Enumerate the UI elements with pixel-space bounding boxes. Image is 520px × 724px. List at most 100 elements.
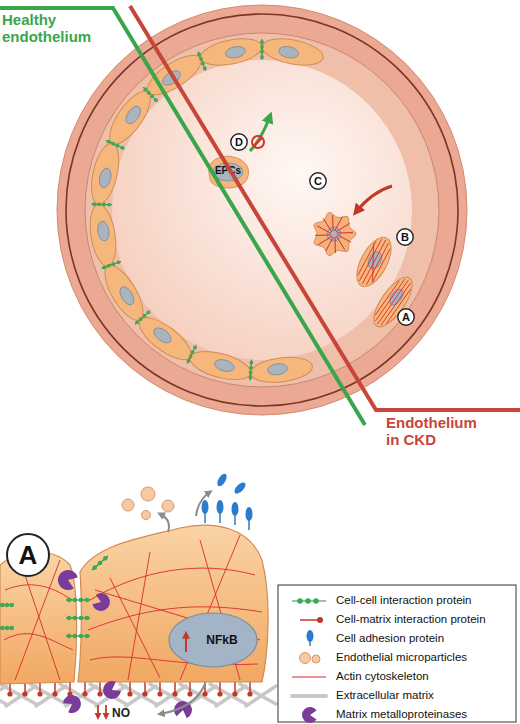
stress-fiber bbox=[336, 223, 350, 231]
protein-stem bbox=[92, 556, 108, 570]
cell-nucleus bbox=[98, 167, 113, 189]
cell-junction bbox=[101, 260, 121, 269]
callout-outline bbox=[310, 173, 326, 189]
vessel-wall bbox=[57, 5, 467, 415]
endothelial-microparticles bbox=[122, 487, 174, 520]
junction-bead bbox=[260, 50, 264, 54]
protein-bead bbox=[73, 634, 78, 639]
protein-bead bbox=[5, 603, 10, 608]
endothelial-cell bbox=[260, 34, 325, 69]
legend-symbol bbox=[305, 598, 311, 604]
protein-bead bbox=[0, 603, 5, 608]
stress-fiber bbox=[334, 237, 335, 253]
endothelial-cell bbox=[187, 346, 253, 385]
cell-label: NFkB bbox=[206, 634, 237, 646]
ckd-divider-line bbox=[130, 6, 520, 410]
cell-body bbox=[187, 346, 253, 385]
repair-arrow bbox=[250, 116, 270, 151]
protein-bead bbox=[0, 626, 5, 631]
protein-bead bbox=[9, 603, 14, 608]
junction-bead bbox=[249, 366, 253, 370]
callout-outline bbox=[7, 534, 49, 576]
cell-cell-protein bbox=[66, 598, 90, 603]
cell-junction bbox=[260, 39, 264, 60]
junction-bead bbox=[201, 62, 205, 66]
inhibition-symbol bbox=[252, 136, 264, 148]
side-label: Healthy endothelium bbox=[2, 12, 102, 46]
cell-body bbox=[350, 232, 398, 292]
cell-matrix-protein bbox=[22, 691, 27, 696]
protein-bead bbox=[67, 616, 72, 621]
increase-arrow bbox=[185, 634, 187, 652]
endothelial-cell bbox=[142, 48, 207, 102]
actin-filament bbox=[20, 560, 60, 680]
junction-bead bbox=[146, 310, 150, 314]
legend-symbol bbox=[317, 617, 323, 623]
actin-filament bbox=[90, 568, 255, 600]
matrix-metalloproteinase bbox=[61, 692, 84, 716]
endothelial-cell bbox=[78, 525, 268, 682]
stress-fiber bbox=[336, 236, 344, 250]
junction-bead bbox=[143, 314, 147, 318]
protein-bead bbox=[9, 626, 14, 631]
stress-fiber bbox=[332, 215, 333, 231]
cell-matrix-protein bbox=[37, 691, 42, 696]
cell-matrix-protein bbox=[84, 682, 86, 692]
endothelial-cell bbox=[86, 203, 119, 268]
legend-symbol bbox=[300, 653, 311, 664]
cell-matrix-protein bbox=[174, 682, 176, 692]
junction-bead bbox=[143, 87, 147, 91]
protein-stem bbox=[204, 513, 205, 523]
cell-matrix-protein bbox=[7, 691, 12, 696]
actin-filament bbox=[128, 552, 150, 680]
actin-filament bbox=[110, 578, 160, 678]
cell-matrix-protein bbox=[247, 691, 252, 696]
matrix-metalloproteinase bbox=[173, 700, 194, 719]
callout-letter: A bbox=[19, 542, 38, 568]
junction-stem bbox=[187, 345, 196, 364]
endothelial-cell bbox=[199, 34, 264, 69]
legend-text: Matrix metalloproteinases bbox=[336, 709, 467, 721]
cell-nucleus bbox=[160, 68, 183, 88]
cell-junction bbox=[91, 202, 112, 206]
stress-fiber bbox=[337, 232, 353, 233]
cell-junction bbox=[248, 360, 253, 381]
junction-bead bbox=[135, 321, 139, 325]
callout-letter: D bbox=[235, 137, 243, 148]
microparticle bbox=[142, 511, 151, 520]
protein-bead bbox=[103, 556, 108, 561]
actin-cytoskeleton bbox=[4, 535, 262, 680]
junction-bead bbox=[120, 146, 124, 150]
legend-text: Actin cytoskeleton bbox=[336, 671, 429, 683]
vessel-lumen bbox=[112, 60, 412, 360]
legend-symbol bbox=[312, 655, 320, 663]
junction-bead bbox=[260, 40, 264, 44]
junction-bead bbox=[199, 57, 203, 61]
cell-cell-protein bbox=[0, 603, 14, 608]
cell-matrix-protein bbox=[172, 691, 177, 696]
junction-bead bbox=[249, 371, 253, 375]
panel-callout: A bbox=[6, 533, 50, 577]
cell-matrix-protein bbox=[82, 691, 87, 696]
protein-bead bbox=[67, 634, 72, 639]
detachment-arrow bbox=[356, 186, 392, 212]
junction-bead bbox=[197, 52, 201, 56]
junction-stem bbox=[101, 261, 121, 268]
cell-matrix-protein bbox=[219, 682, 221, 692]
inhibition-symbol bbox=[254, 138, 262, 146]
protein-stem bbox=[219, 513, 220, 523]
cell-nucleus bbox=[123, 104, 143, 127]
cell-nucleus bbox=[267, 363, 288, 376]
matrix-metalloproteinase bbox=[55, 567, 79, 592]
cell-body bbox=[133, 310, 197, 366]
junction-bead bbox=[150, 94, 154, 98]
cell-adhesion-proteins bbox=[202, 472, 253, 530]
legend-text: Endothelial microparticles bbox=[336, 652, 467, 664]
cell-junction bbox=[197, 51, 206, 70]
protein-stem bbox=[234, 515, 235, 525]
cell-matrix-protein bbox=[202, 691, 207, 696]
release-arrow bbox=[160, 684, 205, 714]
stress-fiber bbox=[359, 239, 381, 281]
cell-matrix-protein bbox=[249, 682, 251, 692]
stress-fiber bbox=[362, 240, 385, 284]
